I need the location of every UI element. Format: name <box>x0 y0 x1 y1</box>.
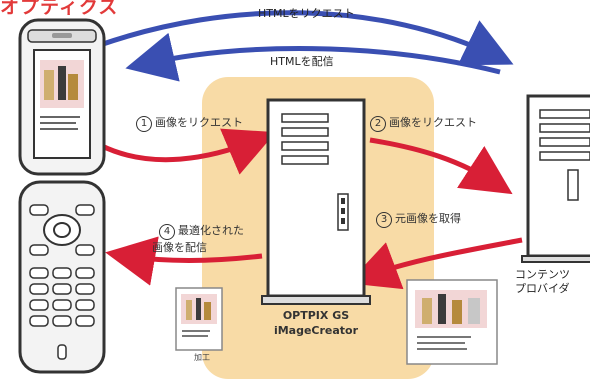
step4-arrow <box>105 236 263 286</box>
step4-number: 4 <box>159 224 175 240</box>
step1-number: 1 <box>136 116 152 132</box>
step3-number: 3 <box>376 212 392 228</box>
server-name-line2: iMageCreator <box>273 324 359 337</box>
content-provider-line1: コンテンツ <box>515 268 570 281</box>
content-provider-line2: プロバイダ <box>515 282 570 295</box>
html-request-arrow <box>99 10 514 66</box>
server-name: OPTPIX GS iMageCreator <box>262 308 370 338</box>
step1-arrow <box>98 128 276 175</box>
content-provider-server <box>521 94 590 263</box>
mobile-phone <box>18 18 106 374</box>
html-deliver-label: HTMLを配信 <box>270 55 334 68</box>
original-image <box>406 279 498 365</box>
step2-text: 画像をリクエスト <box>389 116 477 129</box>
step2-number: 2 <box>370 116 386 132</box>
step2-arrow <box>369 137 513 195</box>
content-provider-label: コンテンツ プロバイダ <box>515 268 570 296</box>
banner-text: オプティクス <box>0 0 119 18</box>
processed-thumbnail <box>175 287 223 351</box>
step4-text: 最適化された 画像を配信 <box>152 224 244 254</box>
html-deliver-arrow <box>125 32 501 82</box>
step3-arrow <box>347 237 523 290</box>
optpix-server <box>261 98 371 305</box>
server-name-line1: OPTPIX GS <box>282 309 350 322</box>
processed-caption: 加工 <box>194 353 210 362</box>
html-request-label: HTMLをリクエスト <box>258 7 355 20</box>
step3-text: 元画像を取得 <box>395 212 461 225</box>
step1-text: 画像をリクエスト <box>155 116 243 129</box>
